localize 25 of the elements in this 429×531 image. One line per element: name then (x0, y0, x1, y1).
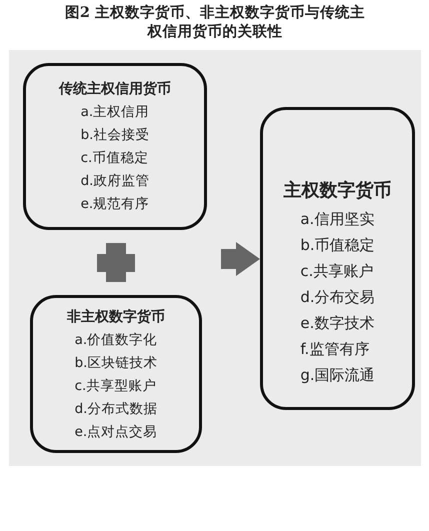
rounded-box (23, 63, 207, 230)
list-item: b.社会接受 (80, 126, 150, 145)
list-item: c.币值稳定 (80, 149, 148, 168)
rounded-box (30, 295, 202, 453)
list-item: d.分布交易 (300, 287, 375, 308)
figure-title: 图2 主权数字货币、非主权数字货币与传统主权信用货币的关联性 (64, 3, 366, 41)
list-item: b.区块链技术 (74, 354, 158, 372)
box-heading: 非主权数字货币 (67, 308, 165, 326)
list-item: e.规范有序 (80, 195, 150, 214)
list-item: e.点对点交易 (74, 422, 158, 442)
rounded-box (260, 107, 415, 410)
list-item: d.政府监管 (80, 172, 150, 191)
list-item: d.分布式数据 (74, 400, 158, 418)
list-item: a.主权信用 (80, 103, 150, 122)
block-arrow (221, 242, 260, 276)
list-item: e.数字技术 (300, 313, 374, 334)
box-heading: 传统主权信用货币 (59, 80, 171, 99)
list-item: c.共享账户 (300, 261, 374, 282)
list-item: g.国际流通 (300, 365, 375, 386)
list-item: b.币值稳定 (300, 235, 375, 256)
list-item: a.价值数字化 (74, 330, 158, 350)
box-heading: 主权数字货币 (284, 179, 392, 203)
list-item: f.监管有序 (300, 339, 370, 360)
list-item: a.信用坚实 (300, 209, 374, 230)
list-item: c.共享型账户 (74, 376, 156, 396)
